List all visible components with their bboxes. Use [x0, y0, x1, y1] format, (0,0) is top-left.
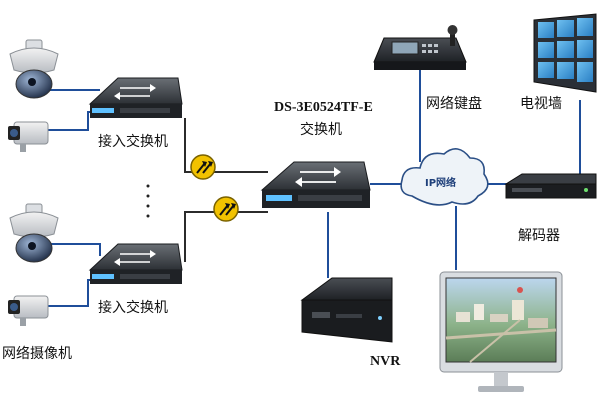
monitor-screen-scene	[445, 287, 557, 363]
switch-arrows-icon	[114, 84, 156, 100]
switch-arrows-icon	[114, 250, 156, 266]
up-arrows-icon	[213, 196, 239, 222]
video-wall-label: 电视墙	[520, 96, 562, 112]
box-camera-bottom	[8, 295, 49, 326]
uplink-bottom	[184, 211, 268, 262]
decoder	[504, 173, 597, 199]
links	[48, 70, 581, 307]
access-switch-top	[88, 77, 183, 118]
network-keyboard-label: 网络键盘	[426, 96, 482, 112]
video-wall-cells	[538, 18, 593, 82]
dome-camera-top	[9, 39, 59, 99]
uplink-top	[184, 118, 268, 173]
dome-camera-bottom	[9, 203, 59, 263]
core-switch	[260, 161, 371, 208]
ip-network-label: IP网络	[425, 178, 457, 189]
cloud-icon	[400, 148, 489, 206]
video-wall	[533, 13, 597, 93]
network-keyboard	[373, 25, 467, 70]
switch-arrows-icon	[295, 167, 341, 187]
ellipsis-dots	[146, 184, 150, 218]
access-switch-top-label: 接入交换机	[98, 134, 168, 150]
decoder-label: 解码器	[518, 228, 560, 244]
monitor	[439, 271, 563, 392]
box-camera-top	[8, 121, 49, 152]
link-dome-bottom	[48, 243, 101, 256]
access-switch-bottom	[88, 243, 183, 284]
access-switch-bottom-label: 接入交换机	[98, 300, 168, 316]
nvr	[300, 277, 393, 343]
nvr-label: NVR	[370, 354, 401, 369]
core-switch-label: 交换机	[300, 122, 342, 138]
network-camera-label: 网络摄像机	[2, 346, 72, 362]
core-switch-model-label: DS-3E0524TF-E	[274, 100, 373, 115]
up-arrows-icon	[190, 154, 216, 180]
